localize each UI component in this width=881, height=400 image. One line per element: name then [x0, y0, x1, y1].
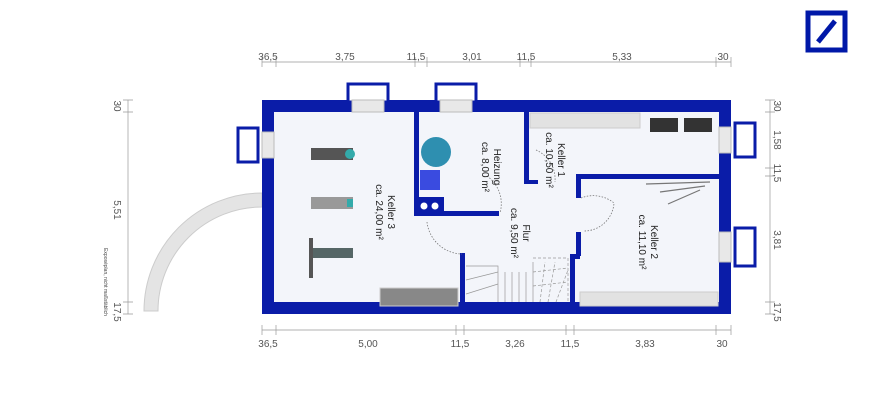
dimension-left: 30 5,51 17,5	[111, 100, 122, 322]
dim-bottom-label: 3,26	[505, 339, 525, 350]
fitness-equipment	[309, 148, 355, 278]
dim-top-label: 11,5	[517, 52, 536, 63]
shelving	[379, 112, 719, 307]
dim-right-label: 11,5	[771, 164, 782, 183]
dim-top-label: 3,75	[335, 52, 355, 63]
room-flur-area: ca. 9,50 m²	[508, 208, 519, 259]
dim-bottom-label: 5,00	[358, 339, 378, 350]
room-labels: Keller 3 ca. 24,00 m² Heizung ca. 8,00 m…	[373, 132, 659, 270]
dimension-lines	[123, 57, 775, 335]
dim-left-label: 30	[111, 100, 122, 112]
scale-note: Exposéplan, nicht maßstäblich	[102, 248, 108, 316]
room-keller-3-name: Keller 3	[385, 195, 396, 229]
dim-right-label: 3,81	[771, 230, 782, 250]
dim-bottom-label: 30	[716, 339, 728, 350]
dim-bottom-label: 11,5	[561, 339, 580, 350]
room-keller-2-area: ca. 11,10 m²	[636, 215, 647, 271]
dim-bottom-label: 36,5	[258, 339, 278, 350]
dimension-top: 36,5 3,75 11,5 3,01 11,5 5,33 30	[258, 52, 729, 63]
room-heizung-area: ca. 8,00 m²	[479, 142, 490, 193]
dim-top-label: 30	[717, 52, 729, 63]
wine-racks	[650, 118, 712, 132]
dimension-right: 30 1,58 11,5 3,81 17,5	[771, 100, 782, 322]
interior-walls	[414, 112, 720, 302]
room-flur-name: Flur	[520, 224, 531, 242]
dim-top-label: 11,5	[407, 52, 426, 63]
room-keller-1-name: Keller 1	[555, 143, 566, 177]
dim-bottom-label: 3,83	[635, 339, 655, 350]
dim-left-label: 5,51	[111, 200, 122, 220]
room-heizung-name: Heizung	[491, 149, 502, 186]
dim-top-label: 36,5	[258, 52, 278, 63]
door-swings	[426, 149, 615, 255]
terrace-arc	[143, 192, 263, 312]
room-keller-1-area: ca. 10,50 m²	[543, 132, 554, 188]
deutsche-bank-logo	[805, 10, 848, 53]
room-keller-3-area: ca. 24,00 m²	[373, 184, 384, 240]
room-keller-2-name: Keller 2	[648, 225, 659, 259]
dim-right-label: 1,58	[771, 130, 782, 150]
window-glass	[261, 99, 732, 263]
dim-top-label: 5,33	[612, 52, 632, 63]
dim-bottom-label: 11,5	[451, 339, 470, 350]
staircase	[465, 257, 569, 303]
dim-top-label: 3,01	[462, 52, 482, 63]
dimension-bottom: 36,5 5,00 11,5 3,26 11,5 3,83 30	[258, 339, 728, 350]
dim-left-label: 17,5	[111, 302, 122, 322]
dim-right-label: 17,5	[771, 302, 782, 322]
windows	[236, 82, 757, 268]
dim-right-label: 30	[771, 100, 782, 112]
skis	[645, 181, 711, 205]
heating-boiler	[416, 137, 451, 213]
